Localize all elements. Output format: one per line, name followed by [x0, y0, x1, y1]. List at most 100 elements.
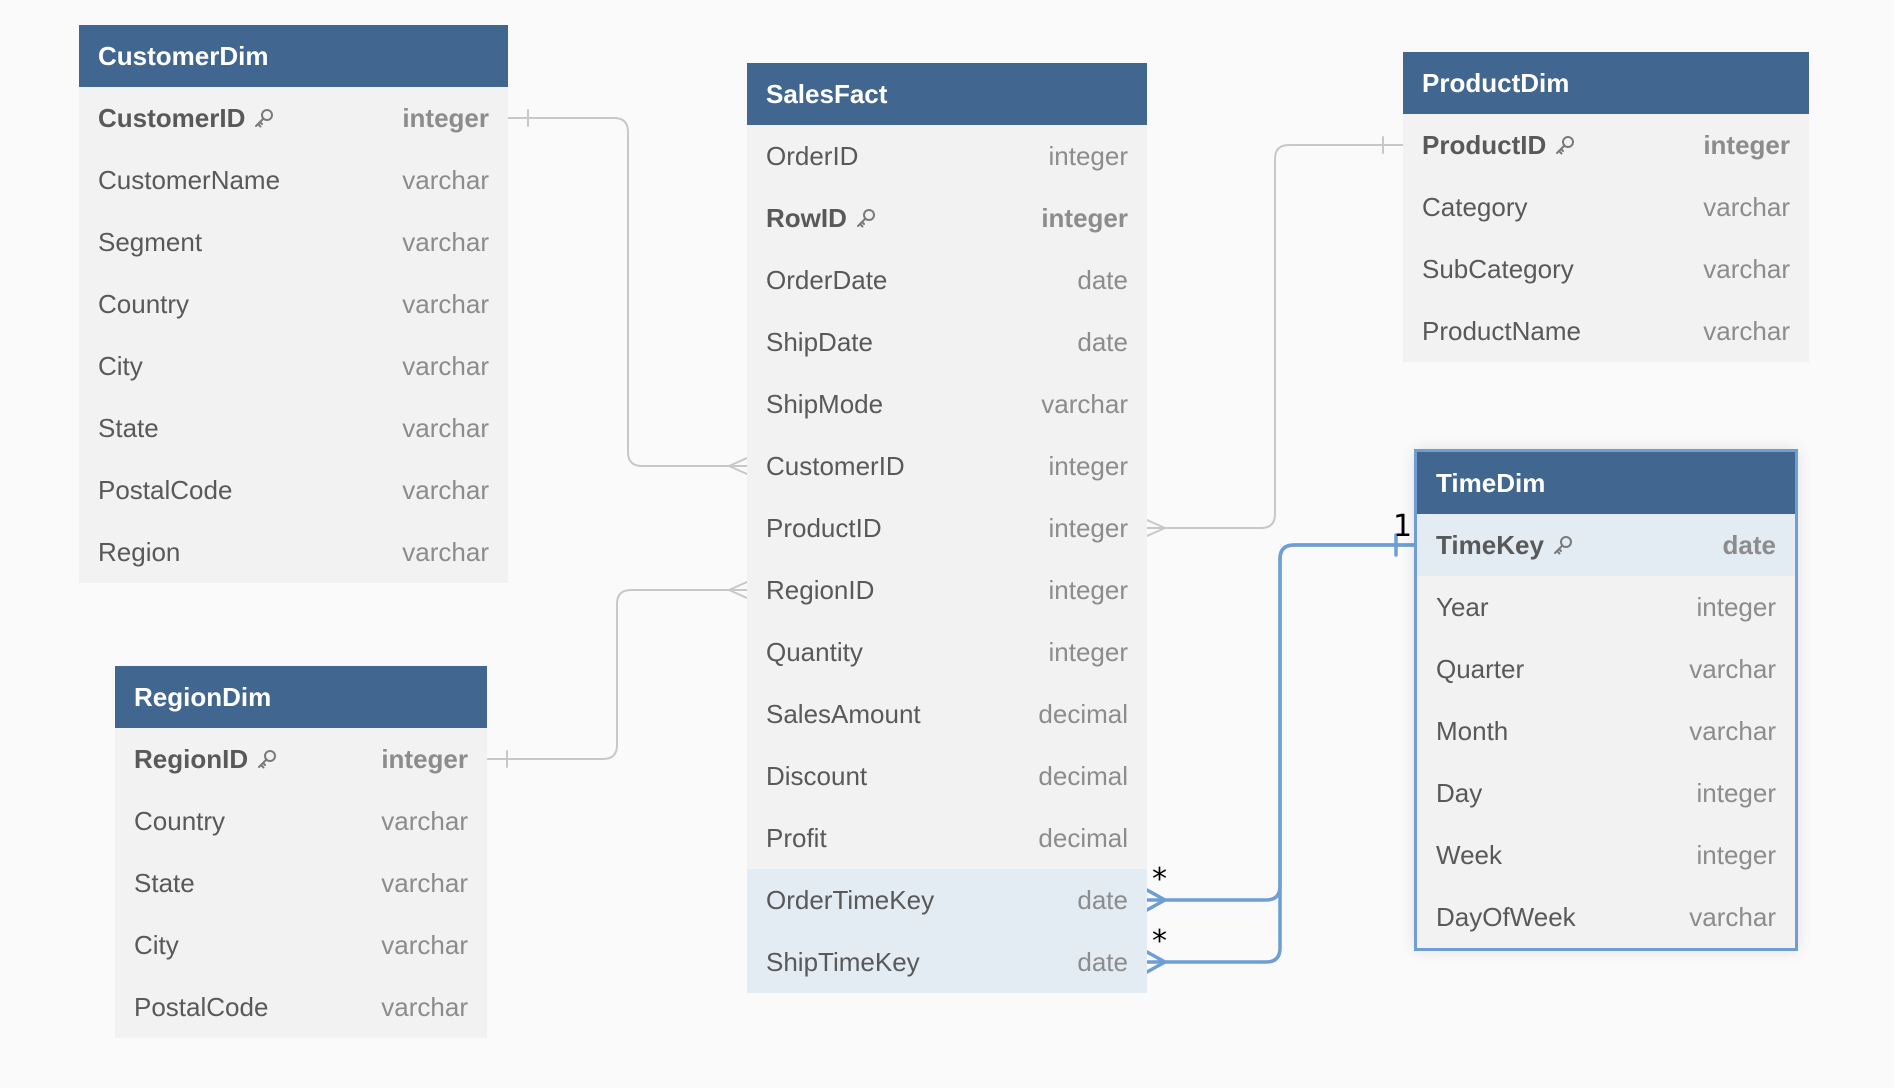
- column-name-group: State: [98, 413, 159, 444]
- column-name: RegionID: [134, 743, 249, 774]
- column-type: decimal: [1038, 760, 1128, 791]
- column-row[interactable]: ProductID integer: [747, 497, 1147, 559]
- column-row[interactable]: CustomerID integer: [747, 435, 1147, 497]
- column-type: integer: [1048, 512, 1129, 543]
- column-type: integer: [1703, 129, 1790, 160]
- column-name-group: ShipMode: [766, 389, 883, 420]
- column-type: varchar: [402, 474, 489, 505]
- column-row[interactable]: Month varchar: [1417, 700, 1795, 762]
- relationship-line-highlight: [1145, 543, 1416, 902]
- column-name: CustomerID: [766, 450, 905, 481]
- column-type: integer: [1696, 839, 1777, 870]
- column-name-group: Profit: [766, 823, 827, 854]
- column-name-group: Quantity: [766, 637, 863, 668]
- column-name: Month: [1436, 715, 1509, 746]
- column-row[interactable]: TimeKey date: [1417, 514, 1795, 576]
- column-type: date: [1077, 264, 1128, 295]
- column-name-group: ShipTimeKey: [766, 947, 920, 978]
- cardinality-label: *: [1152, 862, 1167, 897]
- column-name: Week: [1436, 839, 1502, 870]
- column-name-group: DayOfWeek: [1436, 902, 1576, 933]
- column-type: varchar: [1689, 715, 1776, 746]
- column-name: Quantity: [766, 636, 863, 667]
- column-name: Region: [98, 536, 181, 567]
- column-type: integer: [1696, 591, 1777, 622]
- column-name: ProductName: [1422, 315, 1581, 346]
- table-header[interactable]: TimeDim: [1417, 452, 1795, 514]
- column-name-group: Country: [134, 806, 225, 837]
- column-type: varchar: [1041, 388, 1128, 419]
- column-name: City: [98, 350, 143, 381]
- table-header[interactable]: CustomerDim: [79, 25, 508, 87]
- column-row[interactable]: City varchar: [79, 335, 508, 397]
- column-type: integer: [1048, 450, 1129, 481]
- table-header[interactable]: SalesFact: [747, 63, 1147, 125]
- column-type: date: [1722, 529, 1776, 560]
- column-name: TimeKey: [1436, 529, 1544, 560]
- column-name-group: Month: [1436, 716, 1508, 747]
- column-name-group: RegionID: [766, 575, 874, 606]
- table-header[interactable]: RegionDim: [115, 666, 487, 728]
- column-row[interactable]: Week integer: [1417, 824, 1795, 886]
- column-type: date: [1077, 326, 1128, 357]
- column-name-group: Week: [1436, 840, 1502, 871]
- column-type: decimal: [1038, 822, 1128, 853]
- column-name-group: Region: [98, 537, 180, 568]
- column-type: varchar: [402, 350, 489, 381]
- column-name-group: CustomerName: [98, 165, 280, 196]
- column-name: State: [134, 867, 195, 898]
- column-row[interactable]: ProductName varchar: [1403, 300, 1809, 362]
- column-name: Day: [1436, 777, 1483, 808]
- column-name: RowID: [766, 202, 847, 233]
- table-header[interactable]: ProductDim: [1403, 52, 1809, 114]
- column-type: varchar: [402, 226, 489, 257]
- key-icon: [855, 207, 877, 229]
- many-marker: [728, 457, 748, 475]
- column-row[interactable]: Profit decimal: [747, 807, 1147, 869]
- column-name: OrderTimeKey: [766, 884, 935, 915]
- column-type: varchar: [1703, 315, 1790, 346]
- column-name: RegionID: [766, 574, 875, 605]
- column-name-group: ProductID: [766, 513, 882, 544]
- key-icon: [256, 748, 278, 770]
- column-row[interactable]: ShipMode varchar: [747, 373, 1147, 435]
- column-name-group: OrderTimeKey: [766, 885, 934, 916]
- column-name-group: Quarter: [1436, 654, 1524, 685]
- column-type: integer: [402, 102, 489, 133]
